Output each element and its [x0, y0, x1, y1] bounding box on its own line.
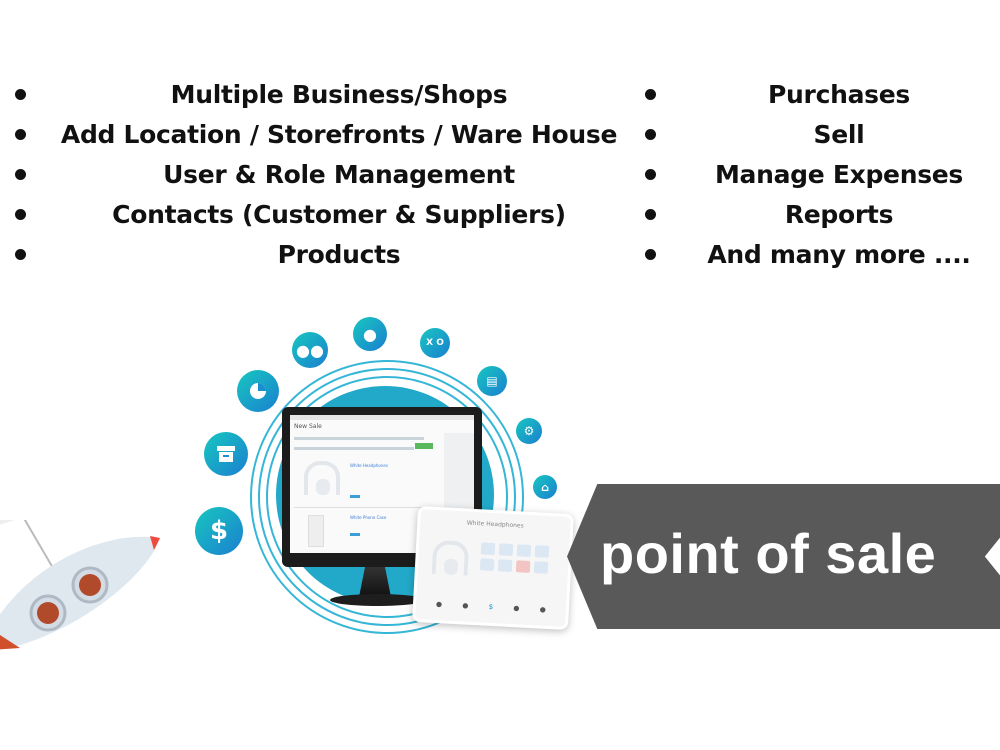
- screen-title: New Sale: [294, 423, 322, 430]
- tablet-title: White Headphones: [466, 519, 524, 530]
- bullet-icon: [645, 89, 656, 100]
- feature-label: Multiple Business/Shops: [170, 79, 508, 109]
- feature-label: Products: [277, 239, 401, 269]
- feature-list-right: Purchases Sell Manage Expenses Reports A…: [638, 74, 1000, 274]
- item-name: White Headphones: [350, 463, 388, 468]
- bullet-icon: [645, 129, 656, 140]
- pos-illustration: $ ●● ● X O ▤ ⚙ ⌂ New Sale White Headphon…: [190, 312, 580, 634]
- feature-label: Add Location / Storefronts / Ware House: [60, 119, 618, 149]
- feature-item: Purchases: [638, 74, 1000, 114]
- feature-item: Manage Expenses: [638, 154, 1000, 194]
- item-name: White Phone Case: [350, 515, 387, 520]
- tablet-device: White Headphones ●●$●●: [412, 505, 574, 631]
- decorative-ring: [266, 376, 508, 618]
- rocket-illustration: [0, 490, 170, 650]
- strategy-icon: X O: [420, 328, 450, 358]
- monitor-stand: [359, 567, 391, 597]
- bullet-icon: [645, 169, 656, 180]
- feature-item: Multiple Business/Shops: [0, 74, 640, 114]
- bullet-icon: [645, 249, 656, 260]
- users-icon: ●●: [292, 332, 328, 368]
- gears-icon: ⚙: [516, 418, 542, 444]
- feature-item: Contacts (Customer & Suppliers): [0, 194, 640, 234]
- bullet-icon: [15, 249, 26, 260]
- feature-item: Add Location / Storefronts / Ware House: [0, 114, 640, 154]
- home-icon: ⌂: [533, 475, 557, 499]
- feature-label: Manage Expenses: [714, 159, 964, 189]
- banner-title: point of sale: [600, 522, 937, 585]
- feature-label: Purchases: [768, 79, 910, 109]
- bullet-icon: [15, 129, 26, 140]
- dollar-icon: $: [195, 507, 243, 555]
- feature-label: Contacts (Customer & Suppliers): [112, 199, 566, 229]
- pie-chart-icon: [237, 370, 279, 412]
- bullet-icon: [645, 209, 656, 220]
- feature-item: And many more ....: [638, 234, 1000, 274]
- monitor-screen: New Sale White Headphones White Phone Ca…: [290, 415, 474, 553]
- feature-label: User & Role Management: [163, 159, 515, 189]
- user-icon: ●: [353, 317, 387, 351]
- feature-label: And many more ....: [707, 239, 971, 269]
- monitor-base: [330, 594, 425, 606]
- bullet-icon: [15, 169, 26, 180]
- bullet-icon: [15, 209, 26, 220]
- feature-item: User & Role Management: [0, 154, 640, 194]
- feature-item: Reports: [638, 194, 1000, 234]
- feature-item: Sell: [638, 114, 1000, 154]
- point-of-sale-banner: [567, 484, 1000, 629]
- bullet-icon: [15, 89, 26, 100]
- bank-icon: ▤: [477, 366, 507, 396]
- feature-label: Reports: [784, 199, 894, 229]
- feature-item: Products: [0, 234, 640, 274]
- feature-label: Sell: [813, 119, 865, 149]
- decorative-ring: [250, 360, 524, 634]
- decorative-ring: [258, 368, 516, 626]
- rocket-icon: [0, 490, 160, 650]
- desktop-monitor: New Sale White Headphones White Phone Ca…: [282, 407, 482, 567]
- archive-box-icon: [204, 432, 248, 476]
- feature-list-left: Multiple Business/Shops Add Location / S…: [0, 74, 640, 274]
